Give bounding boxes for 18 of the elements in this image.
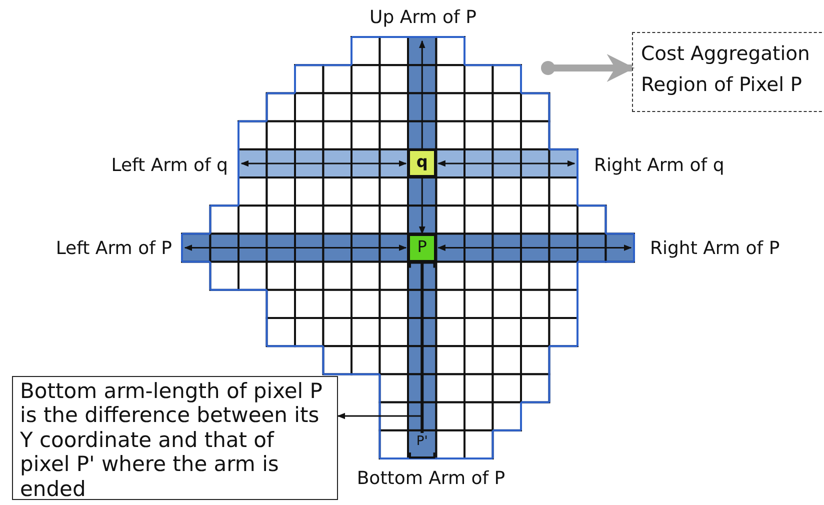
pointer-arrow: [541, 54, 635, 82]
arm-label: Right Arm of q: [594, 156, 724, 176]
dashed-callout-box: [632, 32, 824, 112]
arm-label: Left Arm of q: [111, 156, 228, 176]
pixel-label: P: [416, 236, 428, 258]
pixel-cell: [408, 234, 436, 262]
arm-arrow: [418, 178, 426, 234]
pixel-label: q: [415, 151, 429, 174]
callout-text: Bottom arm-length of pixel P is the difference between its Y coordinate and that of pixel P' where the arm is ended: [20, 379, 324, 502]
arm-line: [420, 262, 424, 434]
arm-label: Bottom Arm of P: [356, 469, 506, 489]
pixel-label: P': [415, 433, 429, 452]
leader-arrow: [337, 412, 422, 420]
arm-label: Up Arm of P: [370, 8, 476, 28]
arm-label: Right Arm of P: [650, 239, 780, 259]
callout-text: Cost Aggregation Region of Pixel P: [641, 41, 811, 98]
pixel-cell: [408, 149, 436, 178]
arm-label: Left Arm of P: [56, 239, 172, 259]
